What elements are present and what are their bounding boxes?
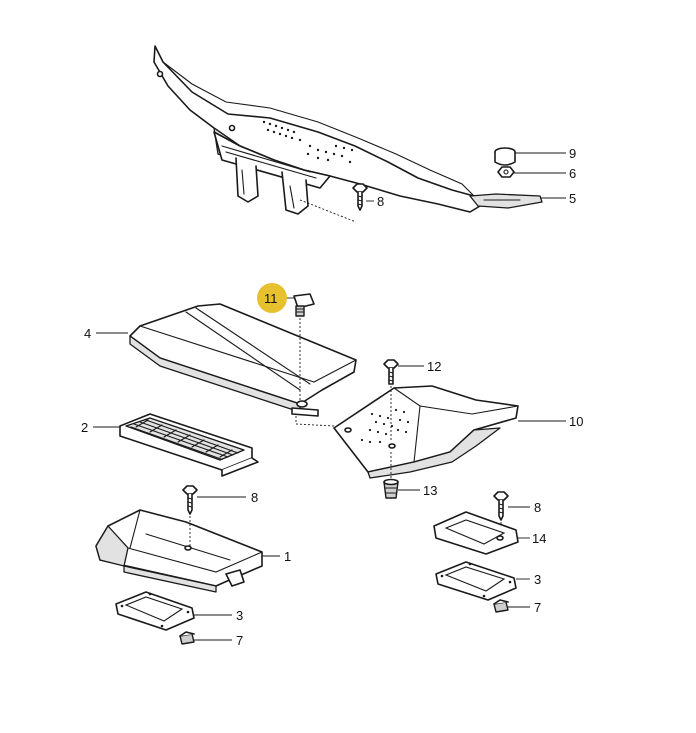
- callout-9[interactable]: 9: [569, 146, 576, 161]
- callout-13[interactable]: 13: [423, 483, 437, 498]
- lower-tray-part-10: [333, 385, 519, 479]
- leaders-top: [366, 152, 566, 202]
- nut-part-6: [497, 166, 515, 178]
- clip-part-13: [383, 478, 399, 499]
- clip-part-7-right: [493, 599, 509, 613]
- callout-6[interactable]: 6: [569, 166, 576, 181]
- bolt-part-12: [383, 359, 399, 385]
- callout-2[interactable]: 2: [81, 420, 88, 435]
- clip-part-7-left: [179, 631, 195, 645]
- filter-housing-part-1: [95, 509, 263, 593]
- callout-7-right[interactable]: 7: [534, 600, 541, 615]
- callout-3-left[interactable]: 3: [236, 608, 243, 623]
- callout-14[interactable]: 14: [532, 531, 546, 546]
- leaders-lower-left: [194, 496, 280, 641]
- knob-part-11: [293, 293, 315, 317]
- filter-housing-lid-part-4: [129, 303, 357, 417]
- leaders-lower-right: [508, 506, 530, 608]
- gasket-part-3-left: [115, 591, 195, 631]
- bolt-part-8-top: [352, 183, 368, 211]
- mount-line-top: [299, 199, 357, 223]
- callout-8-mid[interactable]: 8: [251, 490, 258, 505]
- callout-4[interactable]: 4: [84, 326, 91, 341]
- callout-1[interactable]: 1: [284, 549, 291, 564]
- callout-5[interactable]: 5: [569, 191, 576, 206]
- air-filter-part-2: [119, 413, 259, 477]
- highlight-circle-11: [257, 283, 287, 313]
- bracket-plate-part-14: [433, 511, 519, 555]
- callout-10[interactable]: 10: [569, 414, 583, 429]
- grommet-part-9: [494, 147, 516, 166]
- callout-8-top[interactable]: 8: [377, 194, 384, 209]
- callout-8-right[interactable]: 8: [534, 500, 541, 515]
- callout-12[interactable]: 12: [427, 359, 441, 374]
- callout-7-left[interactable]: 7: [236, 633, 243, 648]
- bolt-part-8-mid: [182, 485, 198, 515]
- bolt-part-8-right: [493, 491, 509, 521]
- callout-3-right[interactable]: 3: [534, 572, 541, 587]
- cowl-panel: [153, 45, 543, 215]
- callout-11[interactable]: 11: [264, 291, 278, 306]
- gasket-part-3-right: [435, 561, 517, 601]
